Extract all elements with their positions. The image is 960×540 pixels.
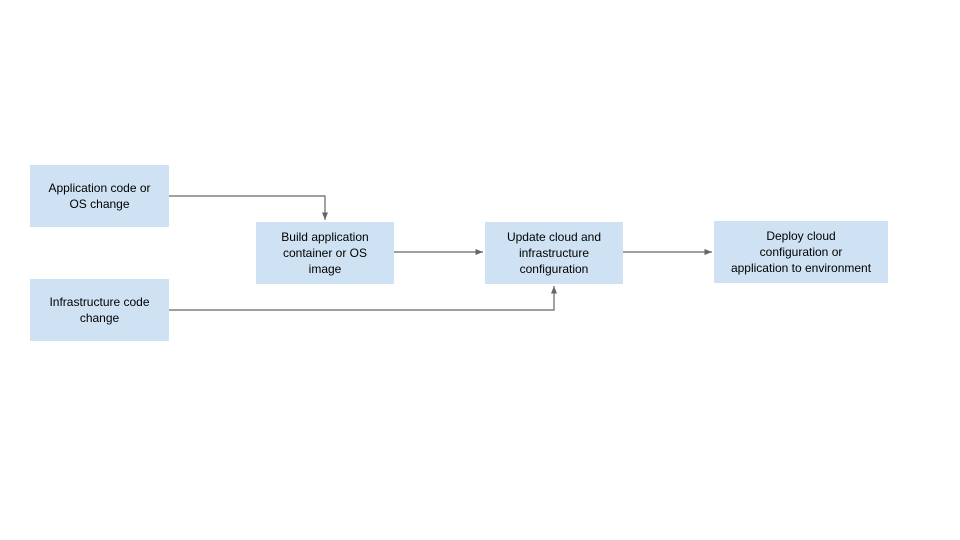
- connector-app-change-to-build: [169, 195, 328, 220]
- node-build-application-container[interactable]: Build application container or OS image: [256, 222, 394, 284]
- node-infrastructure-code-change[interactable]: Infrastructure code change: [30, 279, 169, 341]
- node-label: Update cloud and infrastructure configur…: [506, 230, 602, 276]
- connector-infra-change-to-update: [169, 286, 557, 311]
- node-label: Infrastructure code change: [49, 295, 150, 325]
- node-label: Application code or OS change: [48, 181, 151, 211]
- node-label: Build application container or OS image: [281, 230, 369, 276]
- node-application-code-change[interactable]: Application code or OS change: [30, 165, 169, 227]
- node-label: Deploy cloud configuration or applicatio…: [730, 229, 872, 275]
- node-update-cloud-infrastructure-config[interactable]: Update cloud and infrastructure configur…: [485, 222, 623, 284]
- node-deploy-cloud-config[interactable]: Deploy cloud configuration or applicatio…: [714, 221, 888, 283]
